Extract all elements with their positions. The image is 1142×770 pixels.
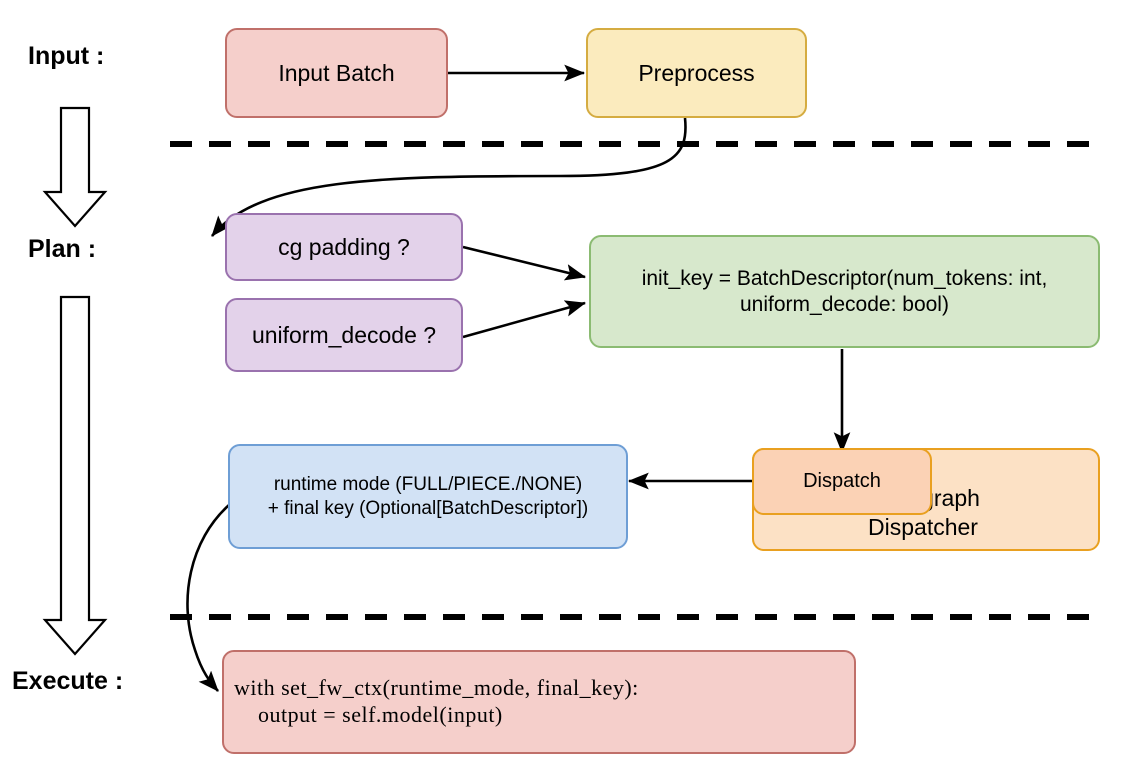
edge-uniform-decode-to-init-key bbox=[462, 300, 587, 339]
edge-preprocess-to-plan bbox=[210, 117, 687, 237]
node-init-key[interactable]: init_key = BatchDescriptor(num_tokens: i… bbox=[589, 235, 1100, 348]
stage-label-execute: Execute : bbox=[12, 667, 124, 695]
node-cg-padding[interactable]: cg padding ? bbox=[225, 213, 463, 281]
node-preprocess[interactable]: Preprocess bbox=[586, 28, 807, 118]
stage-label-input: Input : bbox=[28, 42, 105, 70]
edge-runtime-mode-to-execute bbox=[186, 504, 230, 692]
node-execute-code[interactable]: with set_fw_ctx(runtime_mode, final_key)… bbox=[222, 650, 856, 754]
edge-cg-padding-to-init-key bbox=[462, 245, 587, 281]
stage-arrow-plan-to-execute bbox=[42, 295, 108, 656]
node-input-batch[interactable]: Input Batch bbox=[225, 28, 448, 118]
node-dispatch[interactable]: Dispatch bbox=[752, 448, 932, 515]
node-runtime-mode[interactable]: runtime mode (FULL/PIECE./NONE) + final … bbox=[228, 444, 628, 549]
node-uniform-decode[interactable]: uniform_decode ? bbox=[225, 298, 463, 372]
stage-arrow-input-to-plan bbox=[42, 106, 108, 228]
stage-label-plan: Plan : bbox=[28, 235, 97, 263]
